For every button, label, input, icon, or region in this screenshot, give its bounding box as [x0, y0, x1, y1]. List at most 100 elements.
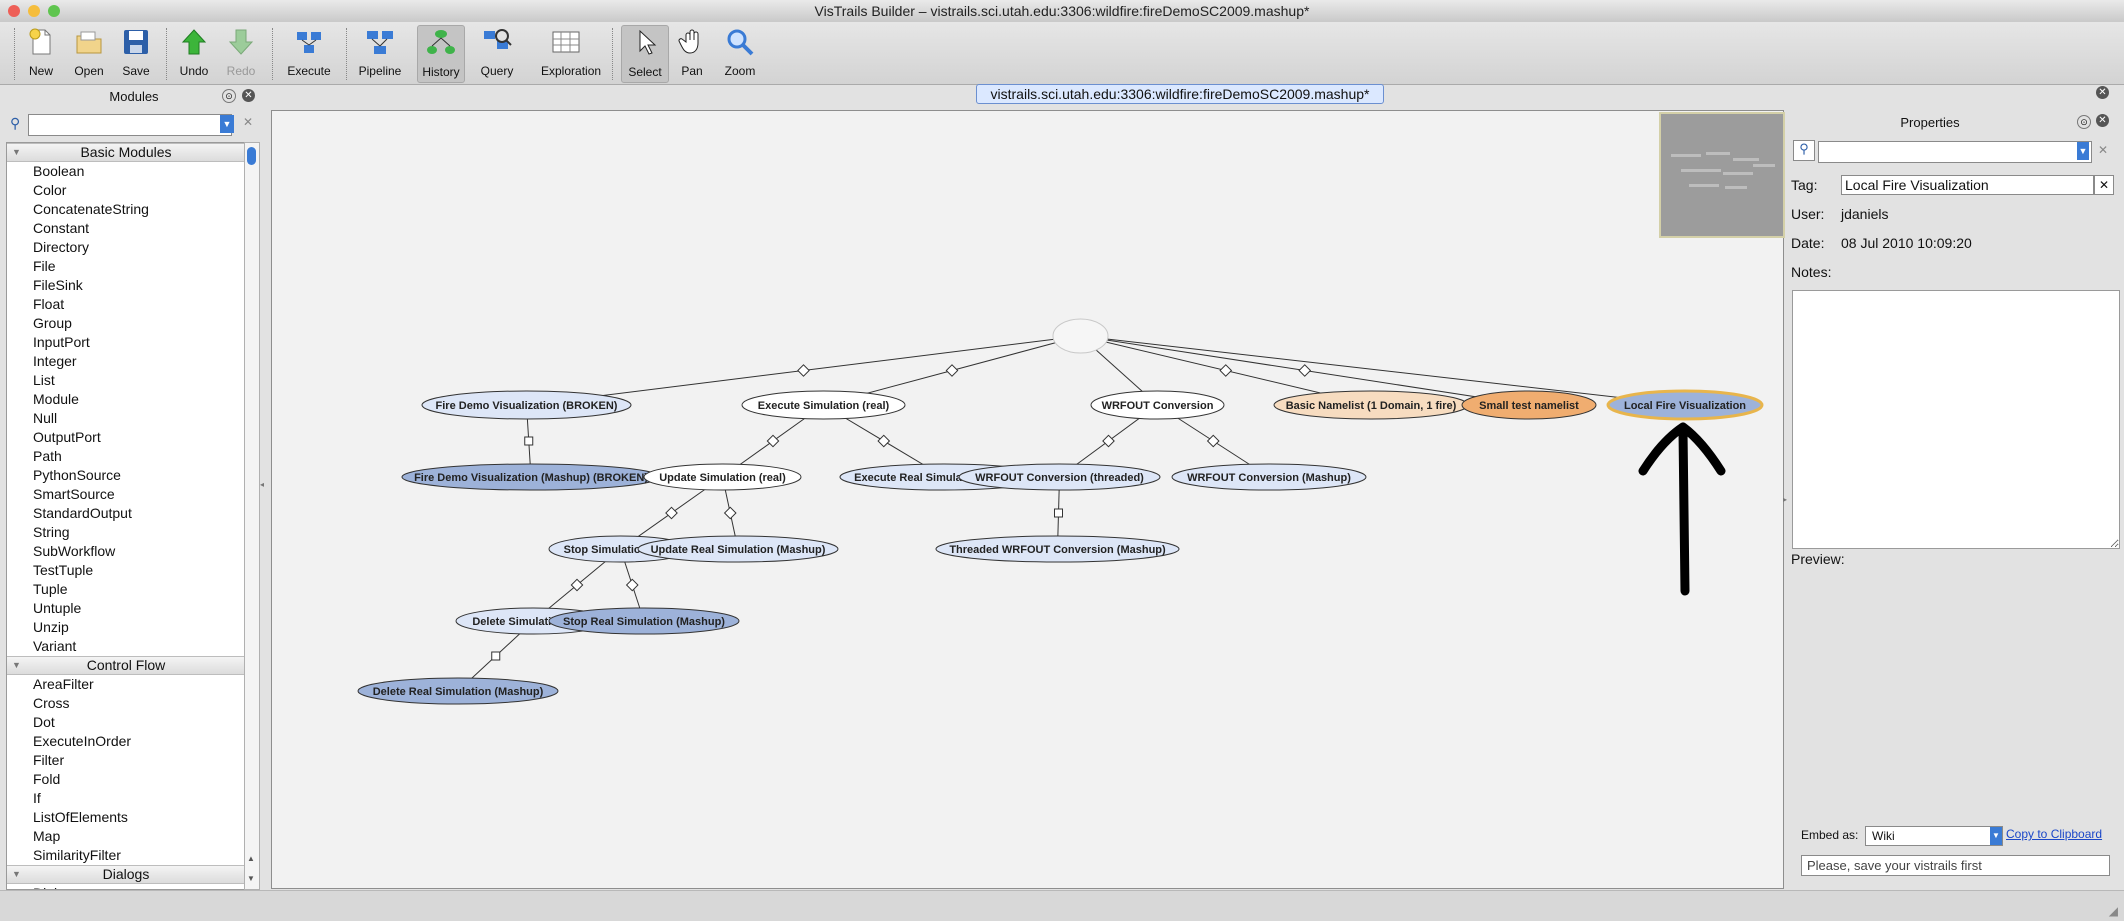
- execute-button[interactable]: Execute: [286, 25, 332, 81]
- expand-toggle-icon[interactable]: ▼: [12, 869, 21, 879]
- module-item[interactable]: Variant: [33, 638, 77, 654]
- version-node[interactable]: [935, 535, 1180, 563]
- zoom-window-icon[interactable]: [48, 5, 60, 17]
- module-item[interactable]: Directory: [33, 239, 90, 255]
- module-item[interactable]: TestTuple: [33, 562, 94, 578]
- version-node[interactable]: [1171, 463, 1367, 491]
- close-tab-icon[interactable]: ✕: [2096, 86, 2109, 99]
- module-item[interactable]: Dot: [33, 714, 55, 730]
- module-item[interactable]: Map: [33, 828, 61, 844]
- module-item[interactable]: SmartSource: [33, 486, 115, 502]
- module-category-dialogs[interactable]: ▼Dialogs: [7, 865, 245, 884]
- module-item[interactable]: Filter: [33, 752, 65, 768]
- float-panel-icon[interactable]: ⊙: [222, 89, 236, 103]
- module-item[interactable]: SubWorkflow: [33, 543, 116, 559]
- collapsed-versions-icon[interactable]: [665, 506, 678, 520]
- pipeline-button[interactable]: Pipeline: [357, 25, 403, 81]
- module-item[interactable]: Cross: [33, 695, 70, 711]
- vistrail-tab[interactable]: vistrails.sci.utah.edu:3306:wildfire:fir…: [976, 84, 1384, 104]
- collapsed-versions-icon[interactable]: [1102, 434, 1115, 448]
- pan-tool-button[interactable]: Pan: [669, 25, 715, 81]
- module-item[interactable]: PythonSource: [33, 467, 121, 483]
- float-properties-icon[interactable]: ⊙: [2077, 115, 2091, 129]
- collapsed-versions-icon[interactable]: [625, 578, 639, 592]
- module-item[interactable]: Untuple: [33, 600, 82, 616]
- tree-root-node[interactable]: [1052, 318, 1109, 354]
- exploration-button[interactable]: Exploration: [541, 25, 601, 81]
- module-item[interactable]: Integer: [33, 353, 77, 369]
- module-category-control-flow[interactable]: ▼Control Flow: [7, 656, 245, 675]
- tag-input[interactable]: Local Fire Visualization: [1841, 175, 2094, 195]
- expand-toggle-icon[interactable]: ▼: [12, 147, 21, 157]
- module-item[interactable]: Module: [33, 391, 79, 407]
- module-item[interactable]: ListOfElements: [33, 809, 128, 825]
- splitter-handle[interactable]: ◂: [260, 480, 265, 489]
- history-button[interactable]: History: [417, 25, 465, 83]
- collapsed-versions-icon[interactable]: [1206, 434, 1220, 448]
- module-item[interactable]: OutputPort: [33, 429, 101, 445]
- module-search-input[interactable]: [28, 114, 232, 136]
- collapsed-versions-icon[interactable]: [797, 364, 810, 377]
- module-item[interactable]: Null: [33, 410, 58, 426]
- open-button[interactable]: Open: [66, 25, 112, 81]
- module-item[interactable]: Constant: [33, 220, 90, 236]
- module-item[interactable]: List: [33, 372, 55, 388]
- undo-button[interactable]: Undo: [171, 25, 217, 81]
- module-item[interactable]: Path: [33, 448, 62, 464]
- module-item[interactable]: String: [33, 524, 70, 540]
- module-item[interactable]: Group: [33, 315, 72, 331]
- version-tree-canvas[interactable]: Fire Demo Visualization (BROKEN)Fire Dem…: [271, 110, 1784, 889]
- search-dropdown-icon[interactable]: ▼: [220, 115, 234, 133]
- notes-textarea[interactable]: [1792, 290, 2120, 549]
- tree-overview-thumbnail[interactable]: [1659, 112, 1785, 238]
- clear-search-icon[interactable]: ✕: [243, 115, 254, 129]
- module-item[interactable]: Dialogs: [7, 884, 245, 889]
- version-node[interactable]: [637, 535, 839, 563]
- collapsed-versions-icon[interactable]: [1054, 508, 1063, 518]
- module-tree-scrollbar[interactable]: ▲ ▼: [244, 142, 260, 890]
- module-item[interactable]: Float: [33, 296, 65, 312]
- version-node[interactable]: [548, 607, 740, 635]
- version-node[interactable]: [421, 390, 632, 420]
- module-item[interactable]: Fold: [33, 771, 61, 787]
- module-item[interactable]: FileSink: [33, 277, 83, 293]
- save-button[interactable]: Save: [113, 25, 159, 81]
- minimize-window-icon[interactable]: [28, 5, 40, 17]
- module-item[interactable]: Color: [33, 182, 67, 198]
- module-item[interactable]: Boolean: [33, 163, 85, 179]
- module-item[interactable]: InputPort: [33, 334, 90, 350]
- zoom-tool-button[interactable]: Zoom: [717, 25, 763, 81]
- module-item[interactable]: SimilarityFilter: [33, 847, 121, 863]
- property-search-input[interactable]: [1818, 141, 2092, 163]
- copy-to-clipboard-link[interactable]: Copy to Clipboard: [2006, 827, 2103, 841]
- new-button[interactable]: New: [18, 25, 64, 81]
- collapsed-versions-icon[interactable]: [570, 578, 584, 592]
- module-item[interactable]: StandardOutput: [33, 505, 132, 521]
- property-clear-icon[interactable]: ✕: [2098, 143, 2109, 157]
- version-node[interactable]: [1461, 390, 1597, 420]
- collapsed-versions-icon[interactable]: [877, 434, 891, 448]
- module-item[interactable]: ExecuteInOrder: [33, 733, 132, 749]
- module-item[interactable]: If: [33, 790, 41, 806]
- collapsed-versions-icon[interactable]: [1219, 364, 1233, 377]
- module-category-basic-modules[interactable]: ▼Basic Modules: [7, 143, 245, 162]
- version-node[interactable]: [958, 463, 1161, 491]
- module-item[interactable]: Unzip: [33, 619, 69, 635]
- collapsed-versions-icon[interactable]: [491, 651, 501, 661]
- embed-as-select[interactable]: Wiki▼: [1865, 826, 2003, 846]
- property-search-dropdown-icon[interactable]: ▼: [2077, 142, 2089, 160]
- module-item[interactable]: ConcatenateString: [33, 201, 149, 217]
- version-node[interactable]: [643, 463, 802, 491]
- module-item[interactable]: AreaFilter: [33, 676, 94, 692]
- clear-tag-icon[interactable]: ✕: [2094, 175, 2114, 195]
- collapsed-versions-icon[interactable]: [1298, 364, 1312, 377]
- module-item[interactable]: Tuple: [33, 581, 68, 597]
- expand-toggle-icon[interactable]: ▼: [12, 660, 21, 670]
- version-node[interactable]: [741, 390, 906, 420]
- collapsed-versions-icon[interactable]: [524, 436, 534, 446]
- version-node[interactable]: [1606, 389, 1764, 421]
- close-panel-icon[interactable]: ✕: [242, 89, 255, 102]
- redo-button[interactable]: Redo: [218, 25, 264, 81]
- close-properties-icon[interactable]: ✕: [2096, 114, 2109, 127]
- module-item[interactable]: File: [33, 258, 56, 274]
